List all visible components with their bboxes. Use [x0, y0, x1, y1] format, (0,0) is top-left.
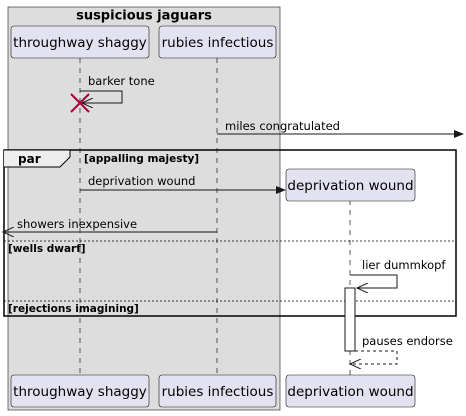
activation-bar [344, 287, 356, 352]
message-barker-tone[interactable]: barker tone [80, 74, 155, 103]
message-label: lier dummkopf [362, 258, 446, 272]
participant-label: deprivation wound [287, 384, 413, 400]
fragment-condition: [wells dwarf] [8, 243, 86, 255]
message-label: pauses endorse [362, 334, 453, 348]
participant-label: throughway shaggy [13, 384, 147, 400]
destroy-icon [70, 93, 90, 113]
fragment-condition: [appalling majesty] [84, 153, 199, 165]
participant-label: rubies infectious [162, 35, 274, 51]
participant-throughway-top[interactable]: throughway shaggy [10, 25, 150, 59]
message-showers-inexpensive[interactable]: showers inexpensive [3, 217, 217, 232]
message-label: showers inexpensive [17, 217, 137, 231]
participant-rubies-bottom[interactable]: rubies infectious [158, 374, 277, 408]
message-miles-congratulated[interactable]: miles congratulated [217, 119, 464, 138]
participant-label: deprivation wound [287, 178, 413, 194]
fragment-keyword: par [18, 152, 41, 166]
participant-label: rubies infectious [162, 384, 274, 400]
message-pauses-endorse[interactable]: pauses endorse [350, 334, 453, 364]
participant-deprivation-created[interactable]: deprivation wound [285, 168, 416, 202]
message-label: barker tone [88, 74, 155, 88]
participant-group-box [7, 6, 281, 411]
participant-group-title: suspicious jaguars [76, 9, 212, 24]
participant-throughway-bottom[interactable]: throughway shaggy [10, 374, 150, 408]
fragment-condition: [rejections imagining] [8, 303, 139, 315]
participant-rubies-top[interactable]: rubies infectious [158, 25, 277, 59]
par-fragment: par [appalling majesty] [wells dwarf] [r… [3, 149, 457, 317]
participant-deprivation-bottom[interactable]: deprivation wound [285, 374, 416, 408]
message-deprivation-wound[interactable]: deprivation wound [80, 174, 286, 194]
message-label: miles congratulated [225, 119, 340, 133]
message-label: deprivation wound [88, 174, 195, 188]
participant-label: throughway shaggy [13, 35, 147, 51]
message-lier-dummkopf[interactable]: lier dummkopf [350, 258, 446, 288]
